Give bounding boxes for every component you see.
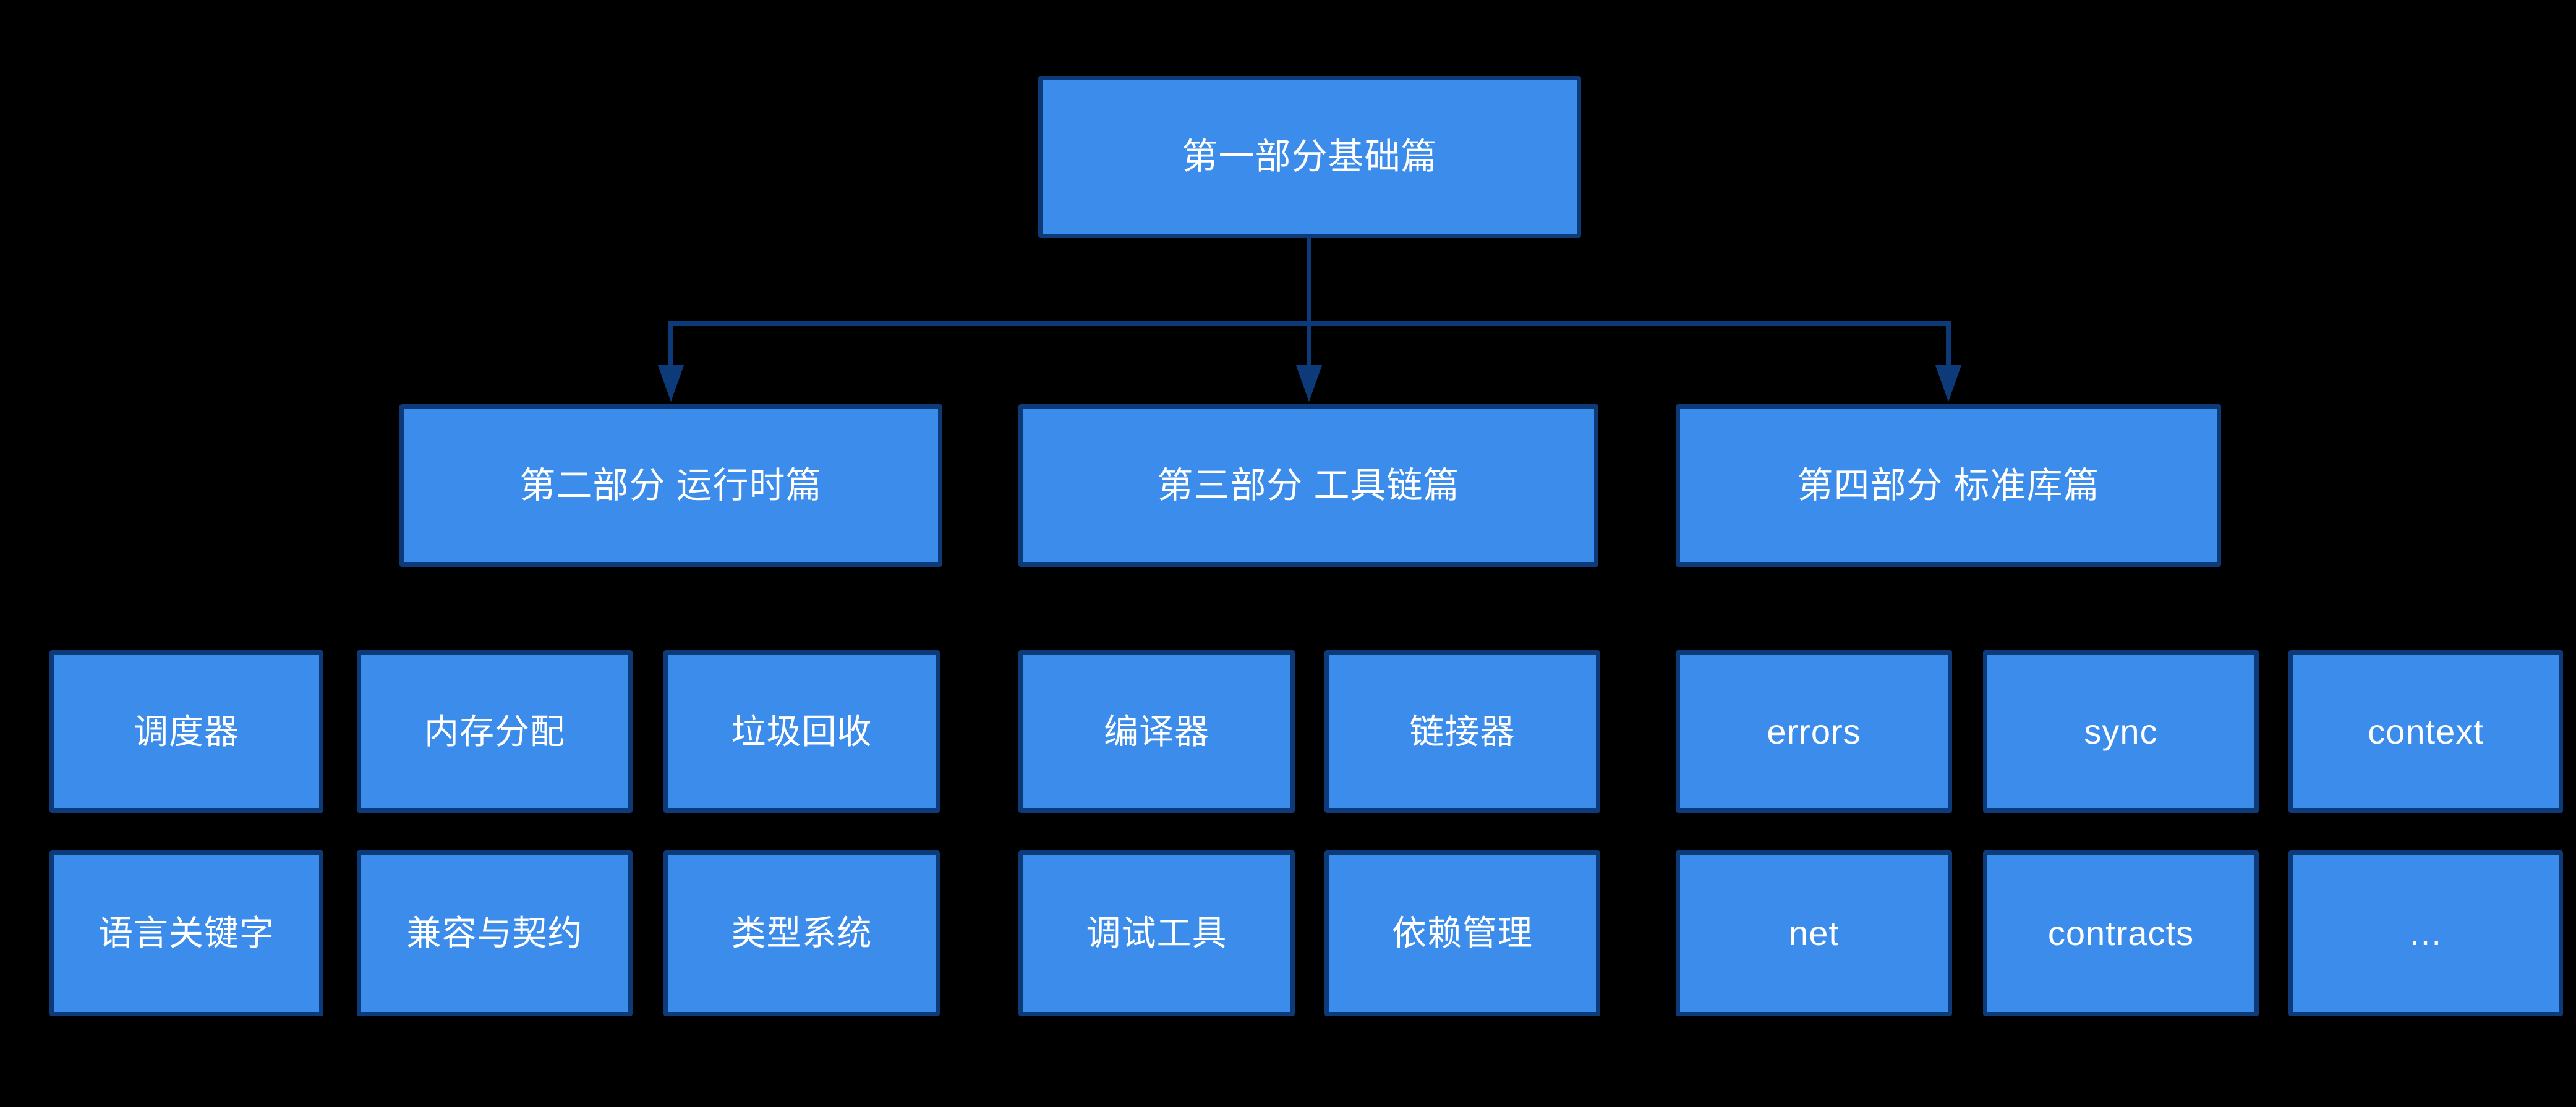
arrow-down-icon-left [658, 365, 684, 402]
node-label: 第三部分 工具链篇 [1157, 465, 1460, 506]
node-label: 垃圾回收 [731, 711, 872, 751]
node-label: 链接器 [1409, 711, 1516, 751]
node-label: 第四部分 标准库篇 [1797, 465, 2100, 506]
node-label: 调试工具 [1086, 914, 1227, 953]
connector-drop-middle [1307, 323, 1311, 368]
node-label: errors [1767, 711, 1861, 751]
node-memory-allocation: 内存分配 [357, 650, 633, 813]
node-net: net [1676, 850, 1952, 1016]
connector-trunk [1307, 236, 1311, 323]
node-label: 调度器 [134, 711, 239, 751]
arrow-down-icon-right [1935, 365, 1961, 402]
node-dependency-management: 依赖管理 [1324, 850, 1600, 1016]
node-errors: errors [1676, 650, 1952, 813]
node-part3-toolchain: 第三部分 工具链篇 [1018, 404, 1598, 567]
node-compiler: 编译器 [1018, 650, 1295, 813]
node-ellipsis: … [2288, 850, 2563, 1016]
node-context: context [2288, 650, 2563, 813]
node-label: 类型系统 [731, 914, 872, 953]
node-label: 第一部分基础篇 [1182, 137, 1438, 177]
node-label: 内存分配 [424, 711, 565, 751]
node-garbage-collection: 垃圾回收 [663, 650, 940, 813]
node-label: 第二部分 运行时篇 [519, 465, 822, 506]
node-label: 兼容与契约 [406, 914, 583, 953]
node-label: 语言关键字 [98, 914, 275, 953]
arrow-down-icon-middle [1296, 365, 1322, 402]
node-label: sync [2084, 711, 2158, 751]
node-label: 编译器 [1104, 711, 1209, 751]
node-type-system: 类型系统 [663, 850, 940, 1016]
node-compatibility-and-contracts: 兼容与契约 [357, 850, 633, 1016]
node-part1-basics: 第一部分基础篇 [1038, 76, 1581, 238]
node-part2-runtime: 第二部分 运行时篇 [399, 404, 942, 567]
node-label: context [2368, 711, 2484, 751]
connector-drop-right [1946, 323, 1951, 368]
node-label: 依赖管理 [1392, 914, 1533, 953]
node-linker: 链接器 [1324, 650, 1600, 813]
node-part4-stdlib: 第四部分 标准库篇 [1676, 404, 2221, 567]
node-scheduler: 调度器 [49, 650, 323, 813]
node-sync: sync [1983, 650, 2259, 813]
node-label: contracts [2047, 914, 2194, 953]
node-label: … [2408, 914, 2444, 953]
node-contracts: contracts [1983, 850, 2259, 1016]
connector-drop-left [668, 323, 673, 368]
node-language-keywords: 语言关键字 [49, 850, 323, 1016]
node-label: net [1789, 914, 1839, 953]
node-debug-tools: 调试工具 [1018, 850, 1295, 1016]
